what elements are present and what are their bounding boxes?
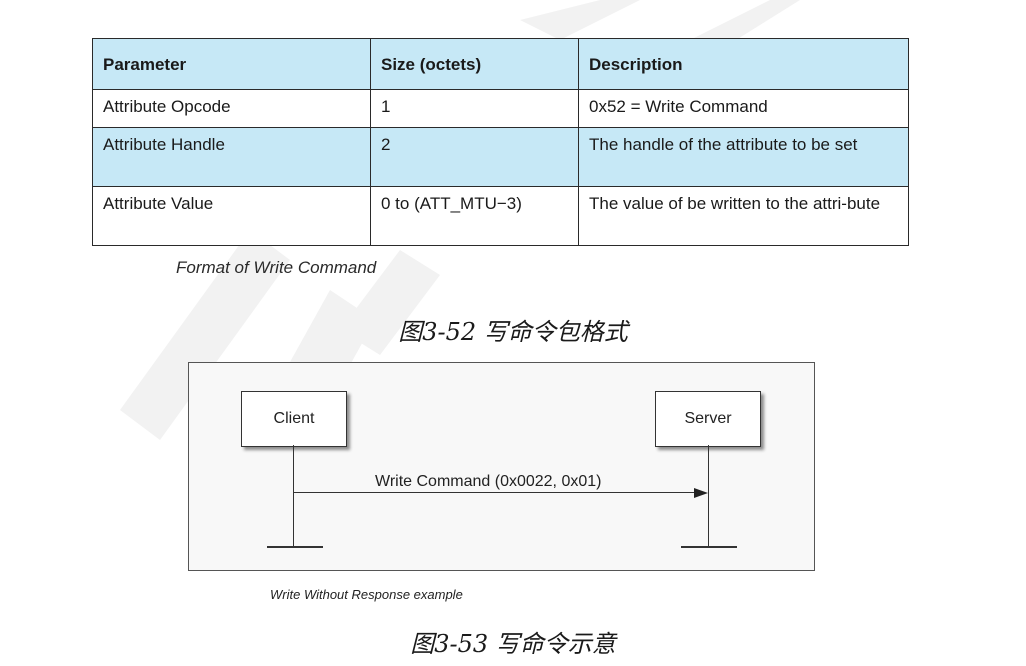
diagram-caption: Write Without Response example [270,587,463,602]
header-size: Size (octets) [370,38,579,90]
header-description: Description [578,38,909,90]
figure-53-caption: 图3-53 写命令示意 [410,630,616,658]
server-box: Server [655,391,761,447]
cell-parameter: Attribute Handle [92,127,371,187]
cell-description: The value of be written to the attri-but… [578,186,909,246]
server-lifeline [708,445,709,547]
table-caption: Format of Write Command [176,258,377,277]
table-row: Attribute Opcode 1 0x52 = Write Command [92,89,909,128]
table-row: Attribute Handle 2 The handle of the att… [92,127,909,187]
arrow-head-icon [694,488,708,498]
table-row: Attribute Value 0 to (ATT_MTU−3) The val… [92,186,909,246]
cell-size: 1 [370,89,579,128]
client-lifeline-end [267,546,323,548]
client-label: Client [273,410,315,427]
cell-parameter: Attribute Opcode [92,89,371,128]
message-label: Write Command (0x0022, 0x01) [375,473,602,490]
figure-52-caption: 图3-52 写命令包格式 [398,318,628,346]
cell-size: 2 [370,127,579,187]
server-label: Server [684,410,732,427]
write-command-sequence-diagram: Client Server Write Command (0x0022, 0x0… [188,362,815,571]
cell-parameter: Attribute Value [92,186,371,246]
table-header-row: Parameter Size (octets) Description [92,38,909,90]
message-arrow-line [294,492,694,493]
client-box: Client [241,391,347,447]
cell-size: 0 to (ATT_MTU−3) [370,186,579,246]
server-lifeline-end [681,546,737,548]
cell-description: 0x52 = Write Command [578,89,909,128]
cell-description: The handle of the attribute to be set [578,127,909,187]
client-lifeline [293,445,294,547]
header-parameter: Parameter [92,38,371,90]
write-command-format-table: Parameter Size (octets) Description Attr… [92,38,909,246]
